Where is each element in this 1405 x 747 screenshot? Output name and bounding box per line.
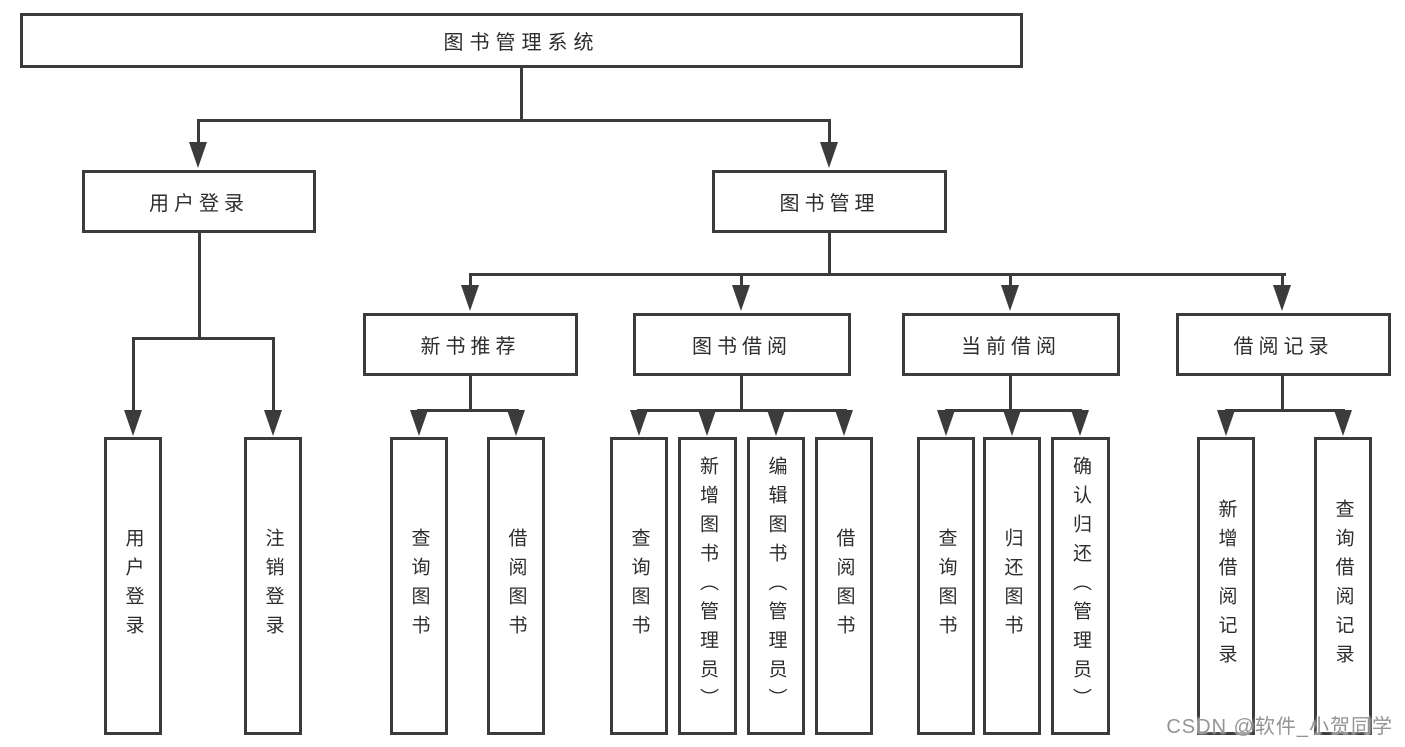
leaf-logout: 注销登录 (244, 437, 302, 735)
node-user-login: 用户登录 (82, 170, 316, 233)
node-borrowing-records: 借阅记录 (1176, 313, 1391, 376)
arrow-down-icon (937, 410, 955, 436)
node-current-borrowing: 当前借阅 (902, 313, 1120, 376)
leaf-return-book: 归还图书 (983, 437, 1041, 735)
leaf-label: 借阅图书 (833, 528, 855, 644)
arrow-down-icon (1071, 410, 1089, 436)
node-new-book-recommendation: 新书推荐 (363, 313, 578, 376)
arrow-down-icon (1217, 410, 1235, 436)
leaf-add-book-admin: 新增图书（管理员） (678, 437, 737, 735)
leaf-label: 查询借阅记录 (1332, 499, 1354, 673)
node-root: 图书管理系统 (20, 13, 1023, 68)
arrow-down-icon (1001, 285, 1019, 311)
leaf-label: 新增图书（管理员） (697, 455, 718, 717)
watermark: CSDN @软件_小贺同学 (1166, 716, 1393, 738)
connector-v (1009, 376, 1012, 411)
leaf-label: 借阅图书 (505, 528, 527, 644)
leaf-label: 确认归还（管理员） (1070, 455, 1091, 717)
leaf-query-book-borrowing: 查询图书 (610, 437, 668, 735)
connector-h (637, 409, 847, 412)
leaf-label: 新增借阅记录 (1215, 499, 1237, 673)
arrow-down-icon (767, 410, 785, 436)
arrow-down-icon (189, 142, 207, 168)
connector-v (1281, 273, 1284, 288)
arrow-down-icon (507, 410, 525, 436)
arrow-down-icon (820, 142, 838, 168)
connector-v (520, 68, 523, 120)
connector-h (469, 273, 1286, 276)
connector-v (469, 273, 472, 288)
leaf-borrow-book-recommend: 借阅图书 (487, 437, 545, 735)
leaf-label: 查询图书 (628, 528, 650, 644)
leaf-label: 用户登录 (122, 528, 144, 644)
leaf-add-borrow-record: 新增借阅记录 (1197, 437, 1255, 735)
connector-v (469, 376, 472, 411)
connector-v (828, 233, 831, 276)
connector-v (1281, 376, 1284, 411)
connector-v (1009, 273, 1012, 288)
connector-v (132, 337, 135, 413)
arrow-down-icon (835, 410, 853, 436)
leaf-query-book-recommend: 查询图书 (390, 437, 448, 735)
node-book-borrowing: 图书借阅 (633, 313, 851, 376)
arrow-down-icon (1273, 285, 1291, 311)
arrow-down-icon (410, 410, 428, 436)
node-book-management: 图书管理 (712, 170, 947, 233)
arrow-down-icon (1334, 410, 1352, 436)
leaf-label: 编辑图书（管理员） (765, 455, 787, 717)
leaf-label: 注销登录 (262, 528, 284, 644)
connector-v (740, 376, 743, 411)
leaf-user-login: 用户登录 (104, 437, 162, 735)
arrow-down-icon (630, 410, 648, 436)
connector-v (197, 119, 200, 145)
leaf-label: 查询图书 (935, 528, 957, 644)
leaf-edit-book-admin: 编辑图书（管理员） (747, 437, 805, 735)
arrow-down-icon (1003, 410, 1021, 436)
connector-v (198, 233, 201, 338)
connector-v (740, 273, 743, 288)
leaf-query-borrow-record: 查询借阅记录 (1314, 437, 1372, 735)
arrow-down-icon (461, 285, 479, 311)
arrow-down-icon (264, 410, 282, 436)
connector-h (1225, 409, 1345, 412)
arrow-down-icon (698, 410, 716, 436)
connector-h (132, 337, 275, 340)
leaf-label: 查询图书 (408, 528, 430, 644)
leaf-borrow-book-borrowing: 借阅图书 (815, 437, 873, 735)
leaf-query-book-current: 查询图书 (917, 437, 975, 735)
connector-v (272, 337, 275, 413)
leaf-confirm-return-admin: 确认归还（管理员） (1051, 437, 1110, 735)
connector-v (828, 119, 831, 145)
connector-h (417, 409, 519, 412)
connector-h (197, 119, 831, 122)
arrow-down-icon (124, 410, 142, 436)
leaf-label: 归还图书 (1001, 528, 1023, 644)
arrow-down-icon (732, 285, 750, 311)
